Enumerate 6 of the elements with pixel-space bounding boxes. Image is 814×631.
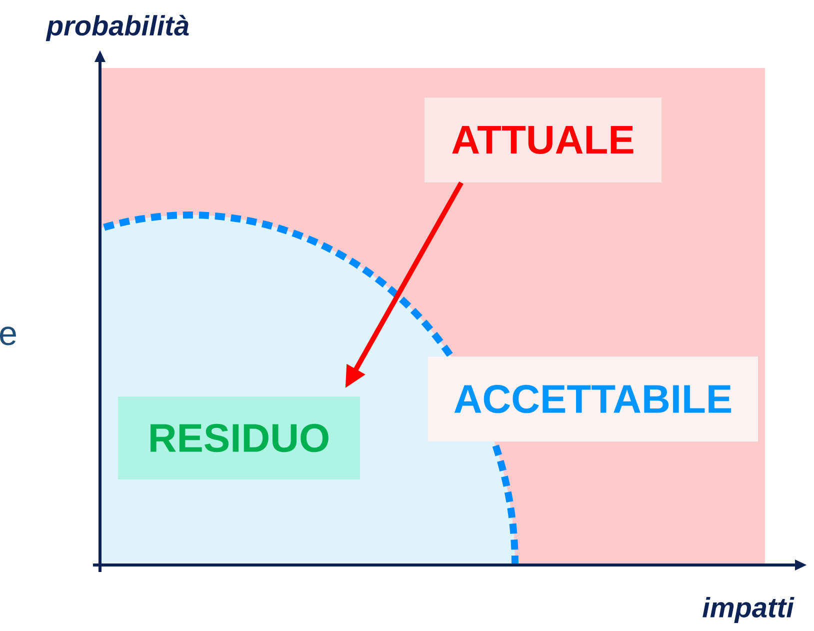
label-box: ACCETTABILE xyxy=(428,356,758,442)
axis-label: impatti xyxy=(702,596,794,624)
axis-label: probabilità xyxy=(46,14,189,42)
label-box: RESIDUO xyxy=(118,396,360,480)
axis-label: e xyxy=(0,326,16,346)
label-box: ATTUALE xyxy=(424,98,662,182)
